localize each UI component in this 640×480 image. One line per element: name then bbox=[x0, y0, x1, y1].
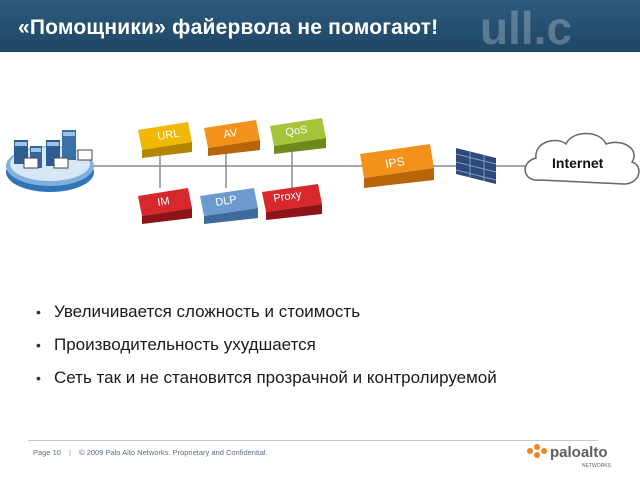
device-label: IM bbox=[157, 195, 171, 209]
title-bar: ull.c «Помощники» файервола не помогают! bbox=[0, 0, 640, 52]
device-url: URL bbox=[138, 122, 192, 158]
bullet-item: Сеть так и не становится прозрачной и ко… bbox=[36, 366, 497, 399]
device-im: IM bbox=[138, 188, 192, 224]
device-av: AV bbox=[204, 120, 260, 156]
bullet-item: Производительность ухудшается bbox=[36, 333, 497, 366]
footer: Page 10 | © 2009 Palo Alto Networks. Pro… bbox=[33, 448, 268, 457]
internet-cloud-icon: Internet bbox=[524, 132, 640, 185]
network-diagram: URL AV QoS IM DLP Proxy IPS bbox=[6, 118, 640, 224]
svg-text:paloalto: paloalto bbox=[550, 444, 608, 461]
device-label: DLP bbox=[215, 194, 238, 209]
footer-divider bbox=[28, 440, 598, 441]
svg-text:NETWORKS: NETWORKS bbox=[582, 463, 612, 469]
device-label: IPS bbox=[384, 154, 405, 171]
page-number: Page 10 bbox=[33, 448, 61, 457]
server-cluster-icon bbox=[6, 130, 94, 192]
paloalto-logo: paloalto NETWORKS bbox=[527, 444, 612, 469]
device-label: QoS bbox=[285, 124, 309, 139]
device-dlp: DLP bbox=[200, 188, 258, 224]
device-label: AV bbox=[223, 127, 239, 141]
device-label: Proxy bbox=[273, 189, 303, 205]
bullet-list: Увеличивается сложность и стоимость Прои… bbox=[36, 300, 497, 399]
device-proxy: Proxy bbox=[262, 184, 322, 220]
header-decoration: ull.c bbox=[480, 2, 572, 52]
device-ips: IPS bbox=[360, 144, 434, 188]
cloud-label: Internet bbox=[552, 155, 604, 171]
device-label: URL bbox=[157, 128, 181, 143]
bullet-item: Увеличивается сложность и стоимость bbox=[36, 300, 497, 333]
copyright-text: © 2009 Palo Alto Networks. Proprietary a… bbox=[79, 448, 268, 457]
footer-separator: | bbox=[69, 448, 71, 457]
svg-text:ull.c: ull.c bbox=[480, 2, 572, 52]
device-qos: QoS bbox=[270, 118, 326, 154]
firewall-icon bbox=[455, 148, 497, 184]
page-title: «Помощники» файервола не помогают! bbox=[18, 16, 439, 39]
